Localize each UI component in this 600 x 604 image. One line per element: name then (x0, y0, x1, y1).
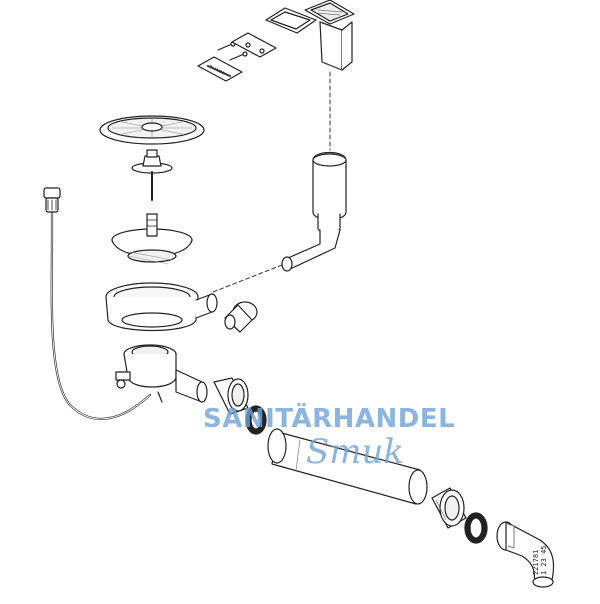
seal-ring-1 (245, 405, 267, 435)
mounting-plate (231, 32, 277, 58)
drain-bowl (105, 282, 218, 332)
elbow-code-2: 1 23 45 (540, 545, 548, 575)
cable-knob (43, 187, 61, 213)
overflow-connector (224, 301, 258, 333)
watermark-title: SANITÄRHANDEL (203, 404, 456, 434)
brand-plate (197, 56, 243, 82)
union-nut-2 (431, 487, 467, 529)
basket-strainer (111, 213, 193, 265)
elbow-code-1: 221781 (532, 550, 540, 575)
overflow-cover (304, 0, 355, 71)
union-nut-1 (213, 377, 249, 415)
bowden-cable (50, 208, 152, 420)
strainer-plug (99, 115, 205, 145)
long-drain-pipe (267, 428, 428, 505)
overflow-tube (281, 151, 347, 272)
guide-line-overflow-to-bowl (212, 264, 283, 293)
watermark-script: Smuk (306, 432, 405, 472)
seal-ring-2 (464, 512, 488, 544)
popup-stem (131, 149, 173, 201)
valve-housing (115, 344, 208, 403)
overflow-frame (265, 7, 317, 34)
elbow-fitting (496, 521, 555, 588)
